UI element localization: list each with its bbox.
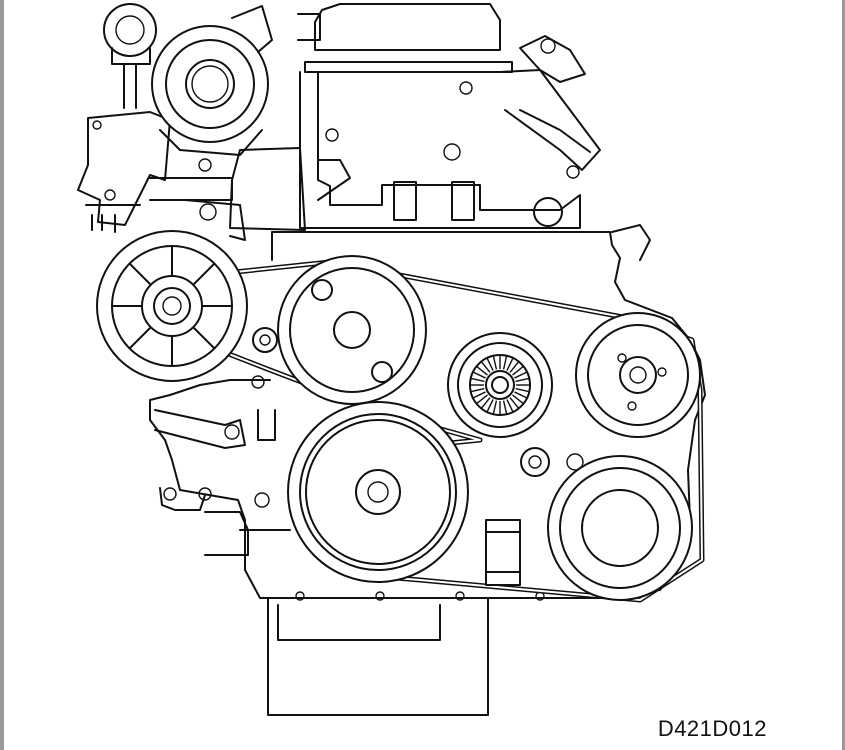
tensioner-pulley [448,333,552,437]
water-pump-pulley [97,200,247,381]
tensioner-rib [510,398,519,409]
tensioner-rib [487,399,493,412]
tensioner-rib [473,392,486,398]
egr-valve [500,36,600,170]
tensioner-rib [504,356,507,370]
tensioner-rib [477,366,488,375]
oil-pan [268,592,544,715]
tensioner-rib [481,398,490,409]
bracket-upper-left [78,112,170,232]
reservoir-cap [104,4,156,108]
tensioner-rib [493,356,496,370]
alternator-pulley [548,454,692,600]
idler-small-lower [521,448,549,476]
tensioner-rib [473,372,486,378]
upper-center-pulley [278,256,426,404]
damper-cylinder [486,520,520,585]
tensioner-rib [507,399,513,412]
tensioner-rib [481,362,490,373]
tensioner-rib [516,389,530,392]
tensioner-rib [487,358,493,371]
tensioner-rib [513,366,524,375]
power-steering-pump [152,6,272,155]
side-bracket [150,148,305,230]
tensioner-rib [477,395,488,404]
tensioner-rib [516,378,530,381]
sensor-fitting [155,410,275,448]
frame-left-edge [0,0,4,750]
frame-right-edge [842,0,845,750]
tensioner-rib [510,362,519,373]
cylinder-head [298,4,580,228]
tensioner-rib [513,395,524,404]
tensioner-rib [471,389,485,392]
right-upper-pulley [576,313,700,437]
tensioner-rib [507,358,513,371]
crankshaft-pulley [288,402,468,582]
tensioner-rib [514,372,527,378]
figure-code: D421D012 [657,716,767,741]
tensioner-rib [471,378,485,381]
idler-pulley-small [253,328,277,352]
tensioner-rib [514,392,527,398]
tensioner-rib [493,401,496,415]
tensioner-rib [504,401,507,415]
